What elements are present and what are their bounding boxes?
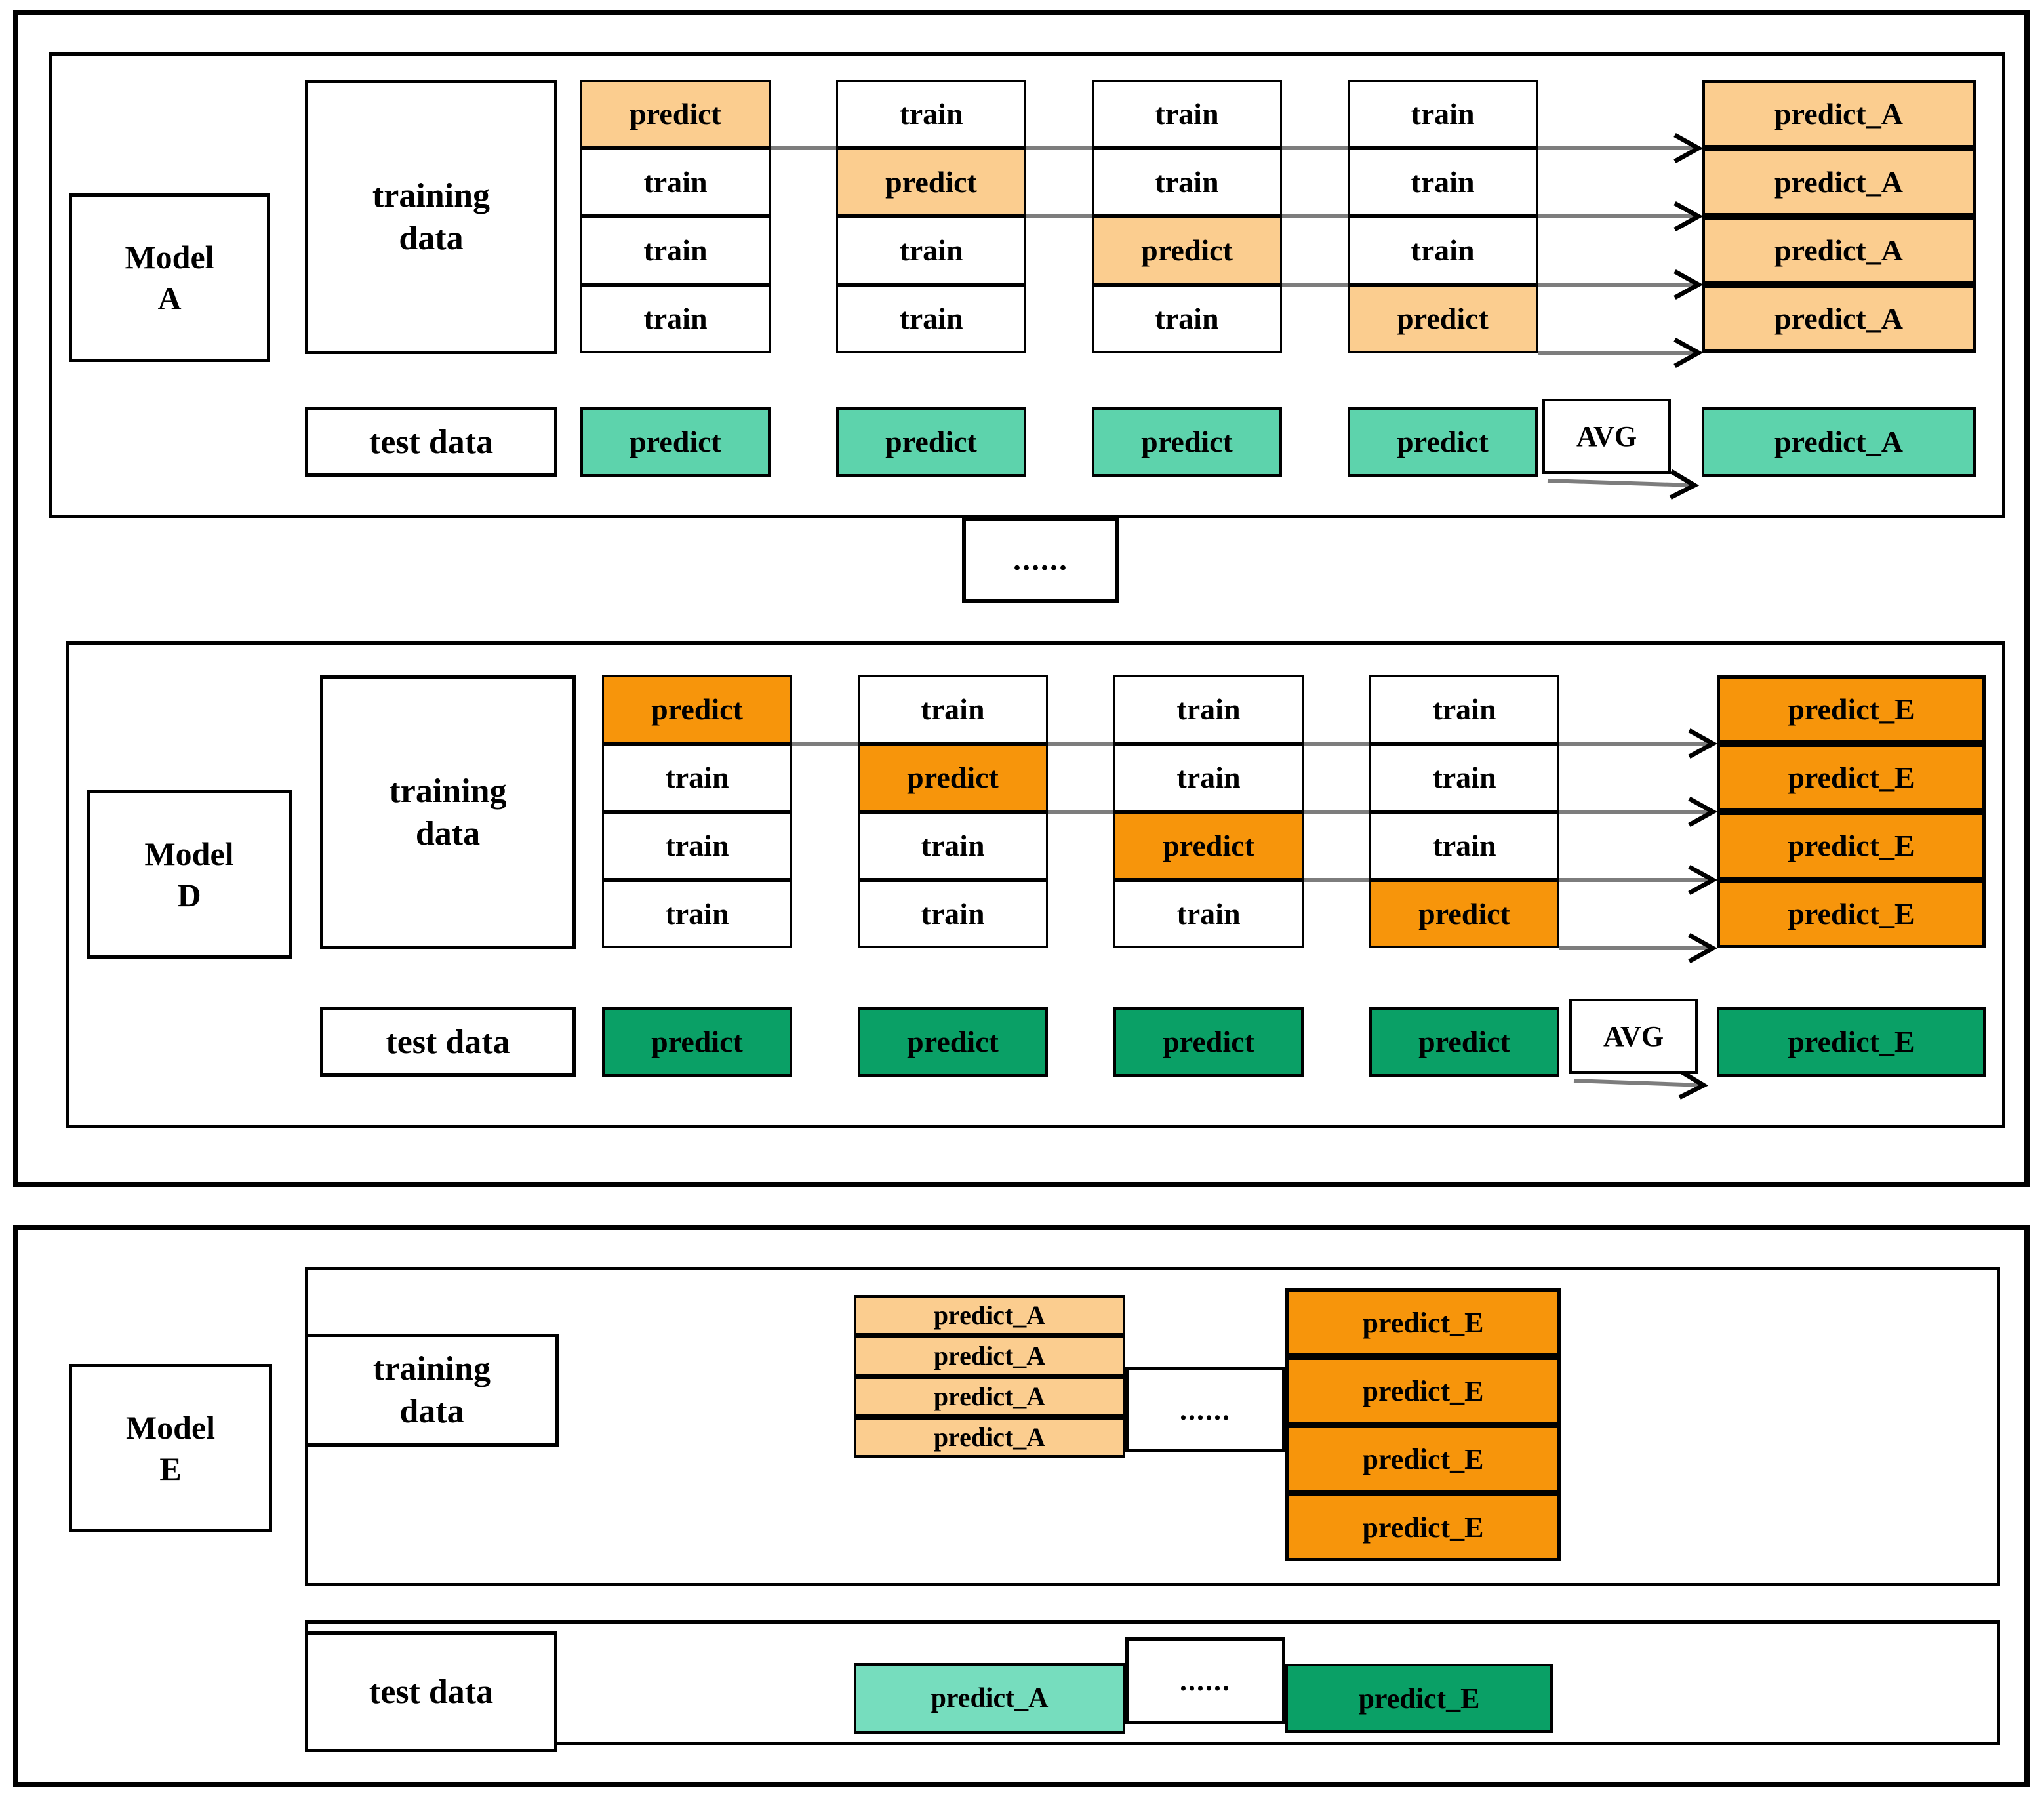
- fold-cell-a-r4c2: train: [836, 285, 1026, 353]
- test-predict-d-4: predict: [1369, 1007, 1559, 1077]
- fold-cell-a-r4c1: train: [580, 285, 771, 353]
- training-data-d-line1: training: [389, 772, 507, 810]
- bottom-outer-frame: [13, 1225, 2030, 1787]
- fold-cell-d-r2c2: predict: [858, 744, 1048, 812]
- training-data-box-a: training data: [305, 80, 557, 354]
- test-result-d: predict_E: [1717, 1007, 1986, 1077]
- avg-box-d: AVG: [1569, 999, 1698, 1074]
- test-predict-d-3: predict: [1113, 1007, 1304, 1077]
- train-feature-a-1: predict_A: [854, 1295, 1125, 1336]
- predict-e-stack-4: predict_E: [1717, 880, 1986, 948]
- predict-e-stack-2: predict_E: [1717, 744, 1986, 812]
- model-e-name-line2: E: [159, 1450, 182, 1487]
- model-a-section-frame: [49, 52, 2005, 518]
- model-e-label-box: Model E: [69, 1364, 272, 1532]
- fold-cell-a-r1c2: train: [836, 80, 1026, 148]
- test-data-box-d: test data: [320, 1007, 576, 1077]
- predict-a-stack-2: predict_A: [1702, 148, 1976, 216]
- fold-cell-d-r3c4: train: [1369, 812, 1559, 880]
- train-feature-dots-box: ......: [1125, 1367, 1285, 1452]
- test-predict-a-4: predict: [1348, 407, 1538, 477]
- fold-cell-a-r2c1: train: [580, 148, 771, 216]
- fold-cell-d-r4c3: train: [1113, 880, 1304, 948]
- model-a-name-line2: A: [157, 279, 182, 317]
- train-feature-a-3: predict_A: [854, 1376, 1125, 1417]
- fold-cell-a-r2c3: train: [1092, 148, 1282, 216]
- fold-cell-a-r1c3: train: [1092, 80, 1282, 148]
- model-e-name-line1: Model: [125, 1409, 216, 1446]
- test-predict-a-1: predict: [580, 407, 771, 477]
- model-d-name-line1: Model: [144, 835, 234, 872]
- section-divider-dots-box: ......: [962, 517, 1119, 603]
- fold-cell-d-r1c3: train: [1113, 675, 1304, 744]
- fold-cell-a-r3c2: train: [836, 216, 1026, 285]
- model-d-section-frame: [66, 641, 2005, 1128]
- fold-cell-a-r3c1: train: [580, 216, 771, 285]
- predict-e-stack-1: predict_E: [1717, 675, 1986, 744]
- training-data-a-line2: data: [399, 220, 464, 257]
- train-feature-e-1: predict_E: [1285, 1288, 1561, 1357]
- test-data-box-a: test data: [305, 407, 557, 477]
- fold-cell-a-r4c3: train: [1092, 285, 1282, 353]
- fold-cell-d-r2c4: train: [1369, 744, 1559, 812]
- fold-cell-d-r4c4: predict: [1369, 880, 1559, 948]
- fold-cell-d-r4c2: train: [858, 880, 1048, 948]
- train-feature-a-2: predict_A: [854, 1336, 1125, 1376]
- fold-cell-d-r1c2: train: [858, 675, 1048, 744]
- training-data-box-e: training data: [305, 1334, 559, 1447]
- arrow-avg-d: [1573, 1069, 1709, 1100]
- top-outer-frame: [13, 10, 2030, 1187]
- fold-cell-a-r2c4: train: [1348, 148, 1538, 216]
- fold-cell-a-r1c4: train: [1348, 80, 1538, 148]
- fold-cell-d-r3c3: predict: [1113, 812, 1304, 880]
- test-result-a: predict_A: [1702, 407, 1976, 477]
- predict-a-stack-1: predict_A: [1702, 80, 1976, 148]
- avg-box-a: AVG: [1542, 399, 1671, 474]
- test-predict-a-3: predict: [1092, 407, 1282, 477]
- model-d-label-box: Model D: [87, 790, 292, 959]
- predict-e-stack-3: predict_E: [1717, 812, 1986, 880]
- predict-a-stack-3: predict_A: [1702, 216, 1976, 285]
- fold-cell-d-r1c4: train: [1369, 675, 1559, 744]
- fold-cell-a-r3c3: predict: [1092, 216, 1282, 285]
- fold-cell-d-r1c1: predict: [602, 675, 792, 744]
- arrow-avg-a: [1547, 469, 1700, 500]
- test-predict-d-1: predict: [602, 1007, 792, 1077]
- training-data-e-line2: data: [399, 1393, 464, 1430]
- fold-cell-d-r2c3: train: [1113, 744, 1304, 812]
- train-feature-e-3: predict_E: [1285, 1425, 1561, 1493]
- train-feature-a-4: predict_A: [854, 1417, 1125, 1458]
- test-feature-a: predict_A: [854, 1663, 1125, 1734]
- train-feature-e-2: predict_E: [1285, 1357, 1561, 1425]
- fold-cell-d-r3c2: train: [858, 812, 1048, 880]
- training-data-e-line1: training: [372, 1350, 491, 1387]
- test-feature-e: predict_E: [1285, 1664, 1553, 1733]
- test-data-box-e: test data: [305, 1631, 557, 1752]
- training-data-d-line2: data: [415, 815, 481, 852]
- test-predict-d-2: predict: [858, 1007, 1048, 1077]
- fold-cell-d-r4c1: train: [602, 880, 792, 948]
- fold-cell-a-r2c2: predict: [836, 148, 1026, 216]
- fold-cell-d-r2c1: train: [602, 744, 792, 812]
- training-data-box-d: training data: [320, 675, 576, 949]
- fold-cell-a-r4c4: predict: [1348, 285, 1538, 353]
- test-feature-dots-box: ......: [1125, 1637, 1285, 1724]
- fold-cell-a-r1c1: predict: [580, 80, 771, 148]
- model-a-name-line1: Model: [125, 239, 214, 275]
- predict-a-stack-4: predict_A: [1702, 285, 1976, 353]
- fold-cell-d-r3c1: train: [602, 812, 792, 880]
- test-predict-a-2: predict: [836, 407, 1026, 477]
- train-feature-e-4: predict_E: [1285, 1493, 1561, 1561]
- fold-cell-a-r3c4: train: [1348, 216, 1538, 285]
- training-data-a-line1: training: [372, 177, 491, 214]
- model-a-label-box: Model A: [69, 193, 270, 362]
- model-d-name-line2: D: [177, 876, 201, 913]
